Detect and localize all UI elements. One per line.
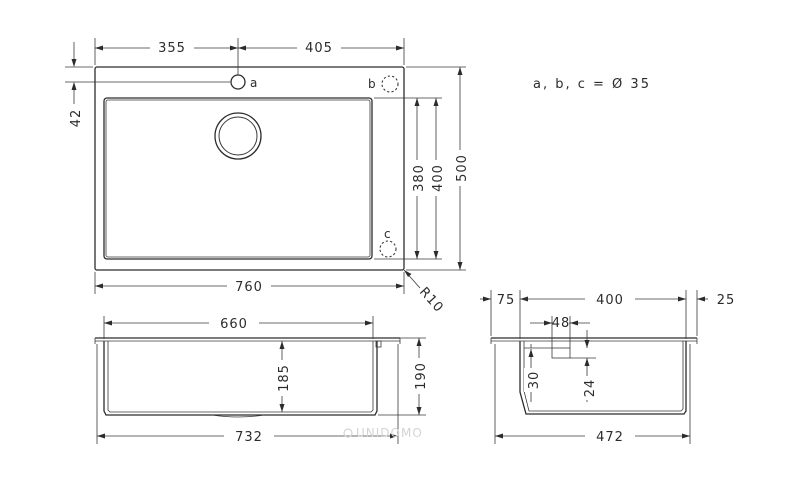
side-section: 75 400 25 48 30 24: [480, 290, 736, 445]
dim-24: 24: [583, 379, 598, 398]
front-section: 660 185 190 732: [94, 315, 429, 445]
dim-190: 190: [414, 362, 429, 390]
bowl-outline: [103, 97, 373, 260]
tap-hole-c-icon: [379, 240, 397, 258]
watermark: UNIDOMO: [343, 426, 423, 440]
dim-400: 400: [431, 164, 446, 192]
top-view: a b c 355 405 42 380: [65, 38, 470, 316]
hole-label-c: c: [384, 227, 391, 241]
dim-48: 48: [552, 316, 571, 331]
dim-760: 760: [235, 280, 263, 295]
dim-185: 185: [277, 364, 292, 392]
dim-75: 75: [497, 293, 516, 308]
tap-hole-a-icon: [230, 74, 246, 90]
hole-diameter-note: a, b, c = Ø 35: [533, 77, 651, 92]
watermark-logo-icon: [343, 428, 353, 438]
bowl-inner-outline: [105, 99, 371, 258]
dim-500: 500: [455, 154, 470, 182]
dim-732: 732: [235, 430, 263, 445]
drain-outer-ring: [214, 112, 262, 160]
dim-355: 355: [158, 41, 186, 56]
hole-label-a: a: [250, 76, 257, 90]
dim-42: 42: [69, 109, 84, 128]
dim-380: 380: [412, 164, 427, 192]
dim-25: 25: [717, 293, 736, 308]
watermark-text: UNIDOMO: [356, 426, 423, 440]
drain-inner-ring: [218, 116, 258, 156]
dim-405: 405: [305, 41, 333, 56]
dim-30: 30: [527, 371, 542, 390]
sink-outline: [94, 66, 405, 271]
dim-400-side: 400: [596, 293, 624, 308]
dim-660: 660: [220, 317, 248, 332]
hole-label-b: b: [368, 77, 376, 91]
dim-r10: R10: [416, 285, 446, 316]
dim-472: 472: [596, 430, 624, 445]
tap-hole-b-icon: [381, 75, 399, 93]
